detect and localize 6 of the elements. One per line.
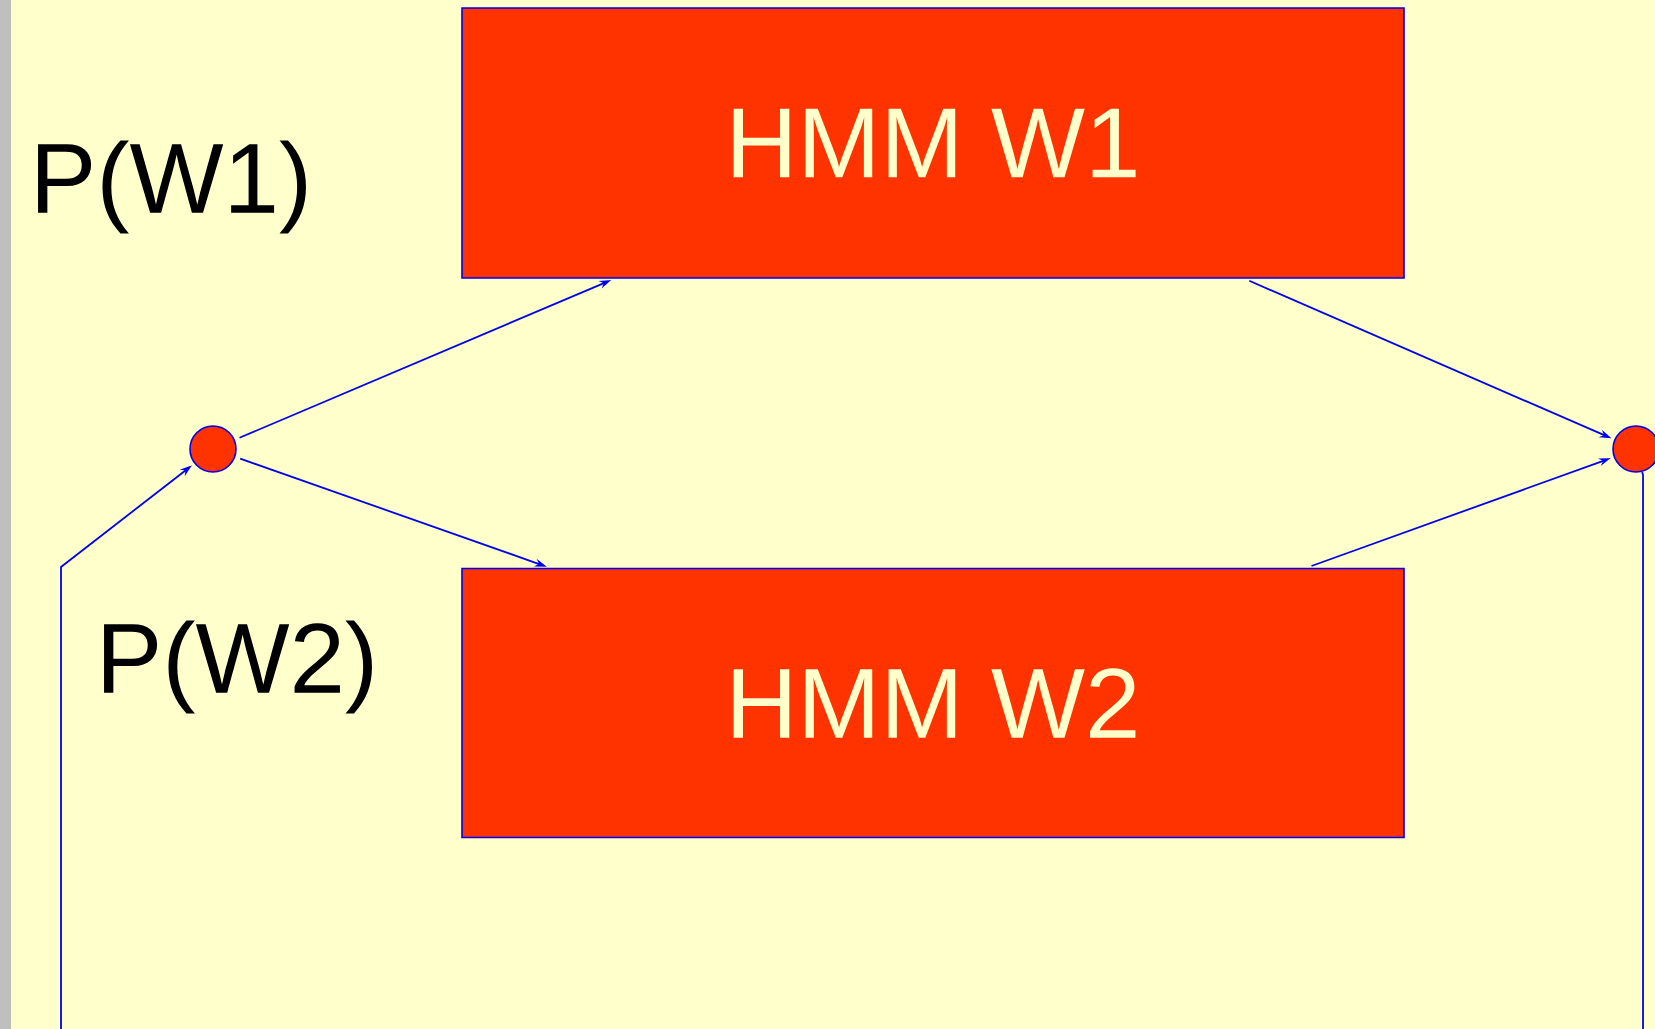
edge-label: P(W2) — [104, 620, 372, 714]
process-box: HMM W1 — [461, 7, 1405, 279]
process-box: HMM W2 — [461, 567, 1405, 839]
junction-circle — [1612, 425, 1655, 473]
junction-circle — [189, 425, 237, 473]
edge-label: P(W1) — [38, 140, 306, 234]
